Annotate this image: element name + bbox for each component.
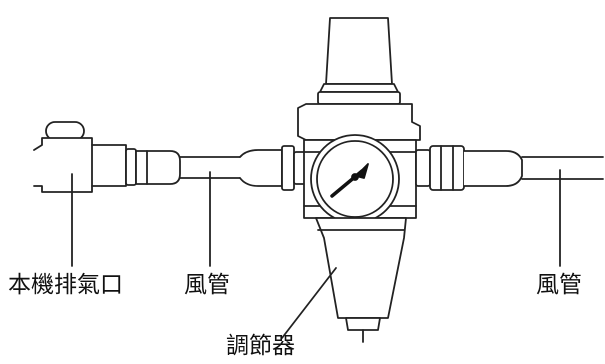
exhaust-port xyxy=(33,121,127,193)
knob-cap xyxy=(325,17,393,85)
gauge-needle-hub xyxy=(351,173,359,181)
outlet-fitting-taper xyxy=(463,150,523,187)
outlet-fitting-nut xyxy=(429,145,465,191)
knob-base xyxy=(319,83,399,93)
inlet-fitting-nut xyxy=(281,145,295,191)
hose-right-label: 風管 xyxy=(536,272,582,298)
left-fitting-nut xyxy=(125,148,137,186)
right-hose xyxy=(521,156,604,180)
regulator-upper-block xyxy=(297,103,421,141)
leader-lines xyxy=(71,169,561,339)
regulator-label: 調節器 xyxy=(226,333,295,359)
leader-regulator xyxy=(281,267,337,339)
drain-valve xyxy=(345,317,381,331)
filter-bowl xyxy=(315,217,407,343)
regulator-knob-icon xyxy=(317,17,401,105)
exhaust-port-label: 本機排氣口 xyxy=(8,272,123,298)
left-hose-fitting xyxy=(125,148,181,186)
hose-left-label: 風管 xyxy=(184,272,230,298)
pressure-gauge-icon xyxy=(310,134,400,224)
filter-bowl-body xyxy=(315,217,407,319)
outlet-fitting-thread xyxy=(415,149,431,187)
regulator-inlet-fitting xyxy=(239,145,309,191)
gauge-needle-tip xyxy=(355,163,369,179)
exhaust-port-body xyxy=(33,137,127,193)
knob-collar xyxy=(317,91,401,105)
inlet-fitting-taper xyxy=(239,149,283,187)
regulator-outlet-fitting xyxy=(415,145,523,191)
left-fitting-body xyxy=(135,150,181,185)
